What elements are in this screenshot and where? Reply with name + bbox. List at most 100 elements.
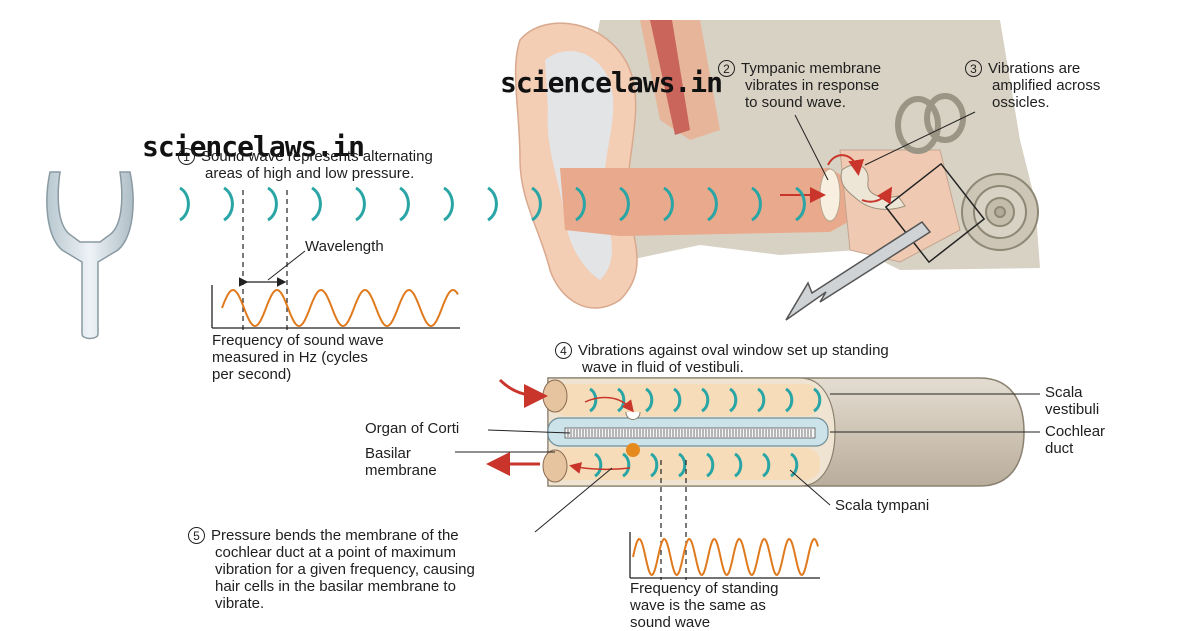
fluid-arrow <box>584 396 634 413</box>
vestibuli-wave-arc <box>645 387 654 413</box>
step-2-line-2: vibrates in response <box>745 77 880 94</box>
step-2-line-1: Tympanic membrane <box>741 60 882 77</box>
step-5-line-5: vibrate. <box>215 595 265 612</box>
step-5-label: 5 Pressure bends the membrane of the coch… <box>188 527 475 612</box>
tympani-wave-arc <box>706 452 715 478</box>
muscle-layer <box>650 20 690 135</box>
standing-frequency-line-3: sound wave <box>630 614 711 631</box>
scala-vestibuli-line-1: Scala <box>1045 384 1083 401</box>
vestibuli-wave-arc <box>729 387 738 413</box>
sound-frequency-line-3: per second) <box>212 366 292 383</box>
step-1-line-1: Sound wave represents alternating <box>201 148 433 165</box>
tympani-wave-arc <box>678 452 687 478</box>
step-4-number: 4 <box>555 342 572 359</box>
cochlear-duct-line-1: Cochlear <box>1045 423 1106 440</box>
tympani-wave-arc <box>594 452 603 478</box>
cochlea-leaders <box>455 393 1040 533</box>
tuning-fork <box>46 171 134 340</box>
standing-frequency-graph <box>629 532 820 579</box>
sound-wave-arc <box>751 186 762 222</box>
sound-wave-arc <box>619 186 630 222</box>
step-3-line-2: amplified across <box>992 77 1101 94</box>
vestibuli-wave-arc <box>813 387 822 413</box>
sound-wave-arc <box>223 186 234 222</box>
basilar-line-1: Basilar <box>365 445 411 462</box>
input-arrow <box>498 378 548 408</box>
uncoiled-cochlea <box>486 377 1025 487</box>
step-4-line-2: wave in fluid of vestibuli. <box>582 359 744 376</box>
wavelength-label: Wavelength <box>305 238 384 255</box>
step-2-line-3: to sound wave. <box>745 94 846 111</box>
sound-wave-arcs <box>179 186 806 222</box>
scala-tympani-waves <box>594 452 799 478</box>
scala-vestibuli-fluid <box>552 384 820 416</box>
sound-wave-arc <box>575 186 586 222</box>
organ-of-corti-ticks <box>567 429 812 437</box>
scala-tympani-label: Scala tympani <box>835 497 930 514</box>
step-4-line-1: Vibrations against oval window set up st… <box>578 342 889 359</box>
standing-frequency-line-1: Frequency of standing <box>630 580 779 597</box>
step-5-line-3: vibration for a given frequency, causing <box>215 561 475 578</box>
step-3-number: 3 <box>965 60 982 77</box>
step-3-line-3: ossicles. <box>992 94 1050 111</box>
cochlear-duct-line-2: duct <box>1045 440 1074 457</box>
step-5-line-2: cochlear duct at a point of maximum <box>215 544 456 561</box>
step-4-label: 4 Vibrations against oval window set up s… <box>555 342 889 376</box>
sound-wave-arc <box>399 186 410 222</box>
sound-wave-arc <box>531 186 542 222</box>
scala-vestibuli-label: Scala vestibuli <box>1045 384 1099 418</box>
sound-frequency-line-2: measured in Hz (cycles <box>212 349 368 366</box>
oval-window-arrow <box>861 186 893 205</box>
sound-frequency-line-1: Frequency of sound wave <box>212 332 384 349</box>
vestibuli-wave-arc <box>589 387 598 413</box>
sound-wave-arc <box>707 186 718 222</box>
basilar-line-2: membrane <box>365 462 437 479</box>
sound-frequency-graph <box>211 285 460 329</box>
step-1-label: 1 Sound wave represents alternating areas… <box>178 148 433 182</box>
zoom-arrow <box>785 221 932 321</box>
sound-frequency-caption: Frequency of sound wave measured in Hz (… <box>212 332 384 383</box>
organ-of-corti-label: Organ of Corti <box>365 420 460 437</box>
tympani-wave-arc <box>622 452 631 478</box>
standing-wave-markers <box>660 460 687 580</box>
sound-wave-arc <box>267 186 278 222</box>
step-5-line-1: Pressure bends the membrane of the <box>211 527 459 544</box>
round-window <box>542 449 568 483</box>
basilar-membrane-strip <box>564 427 816 439</box>
watermark-top: sciencelaws.in <box>500 66 723 99</box>
vestibuli-wave-arc <box>701 387 710 413</box>
step-1-number: 1 <box>178 148 195 165</box>
sound-wave-arc <box>443 186 454 222</box>
sound-wave-arc <box>355 186 366 222</box>
tympani-wave-arc <box>650 452 659 478</box>
vestibuli-notch <box>625 411 641 420</box>
leader-tympanic <box>794 114 829 181</box>
return-arrow <box>569 462 631 474</box>
step-5-line-4: hair cells in the basilar membrane to <box>215 578 456 595</box>
step-2-number: 2 <box>718 60 735 77</box>
sound-wave-arc <box>311 186 322 222</box>
basilar-membrane-label: Basilar membrane <box>365 445 437 479</box>
scala-vestibuli-line-2: vestibuli <box>1045 401 1100 418</box>
sound-wave-arc <box>487 186 498 222</box>
step-5-number: 5 <box>188 527 205 544</box>
ear-cross-section <box>514 20 1040 309</box>
oval-window <box>542 379 568 413</box>
cochlea-spiral <box>961 173 1039 251</box>
cochlear-duct-label: Cochlear duct <box>1045 423 1105 457</box>
sound-wave-arc <box>663 186 674 222</box>
tympani-wave-arc <box>734 452 743 478</box>
vestibuli-wave-arc <box>785 387 794 413</box>
leader-ossicles <box>864 111 976 166</box>
wavelength-markers <box>238 190 306 330</box>
sound-wave-arc <box>179 186 190 222</box>
ear-canal <box>560 168 848 236</box>
tympanic-membrane <box>819 168 841 222</box>
sound-wave-arc <box>795 186 806 222</box>
max-vibration-point <box>626 443 640 457</box>
tympani-wave-arc <box>762 452 771 478</box>
step-1-line-2: areas of high and low pressure. <box>205 165 415 182</box>
